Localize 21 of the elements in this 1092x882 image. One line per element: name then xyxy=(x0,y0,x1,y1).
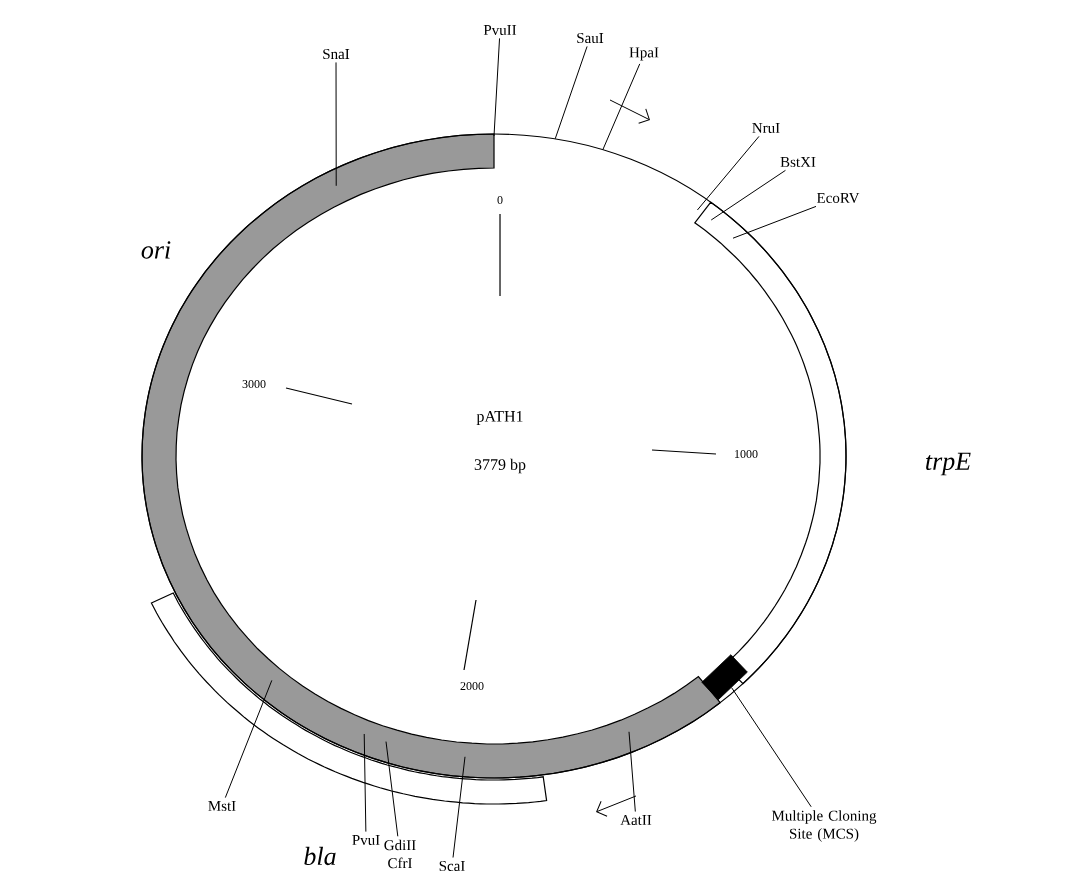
leader-line xyxy=(363,733,367,833)
cloning-site-box xyxy=(701,654,748,701)
leader-line xyxy=(224,679,273,799)
leader-line xyxy=(452,756,466,859)
leader-line xyxy=(731,687,812,808)
leader-line xyxy=(493,37,501,137)
leader-line xyxy=(732,205,817,239)
leader-line xyxy=(385,741,399,837)
leader-line xyxy=(628,731,636,813)
gene-label: trpE xyxy=(926,452,971,476)
leader-line xyxy=(696,135,760,211)
leader-line xyxy=(554,45,588,140)
gene-label: ori xyxy=(141,241,171,259)
gene-label: bla xyxy=(304,846,336,866)
plasmid-label: 3779 bp xyxy=(474,458,526,474)
leader-line xyxy=(710,169,786,221)
gene-band xyxy=(150,592,548,805)
leader-line xyxy=(602,63,641,151)
leader-line xyxy=(335,61,337,187)
gene-band xyxy=(141,133,722,779)
plasmid-label: pATH1 xyxy=(476,411,523,425)
